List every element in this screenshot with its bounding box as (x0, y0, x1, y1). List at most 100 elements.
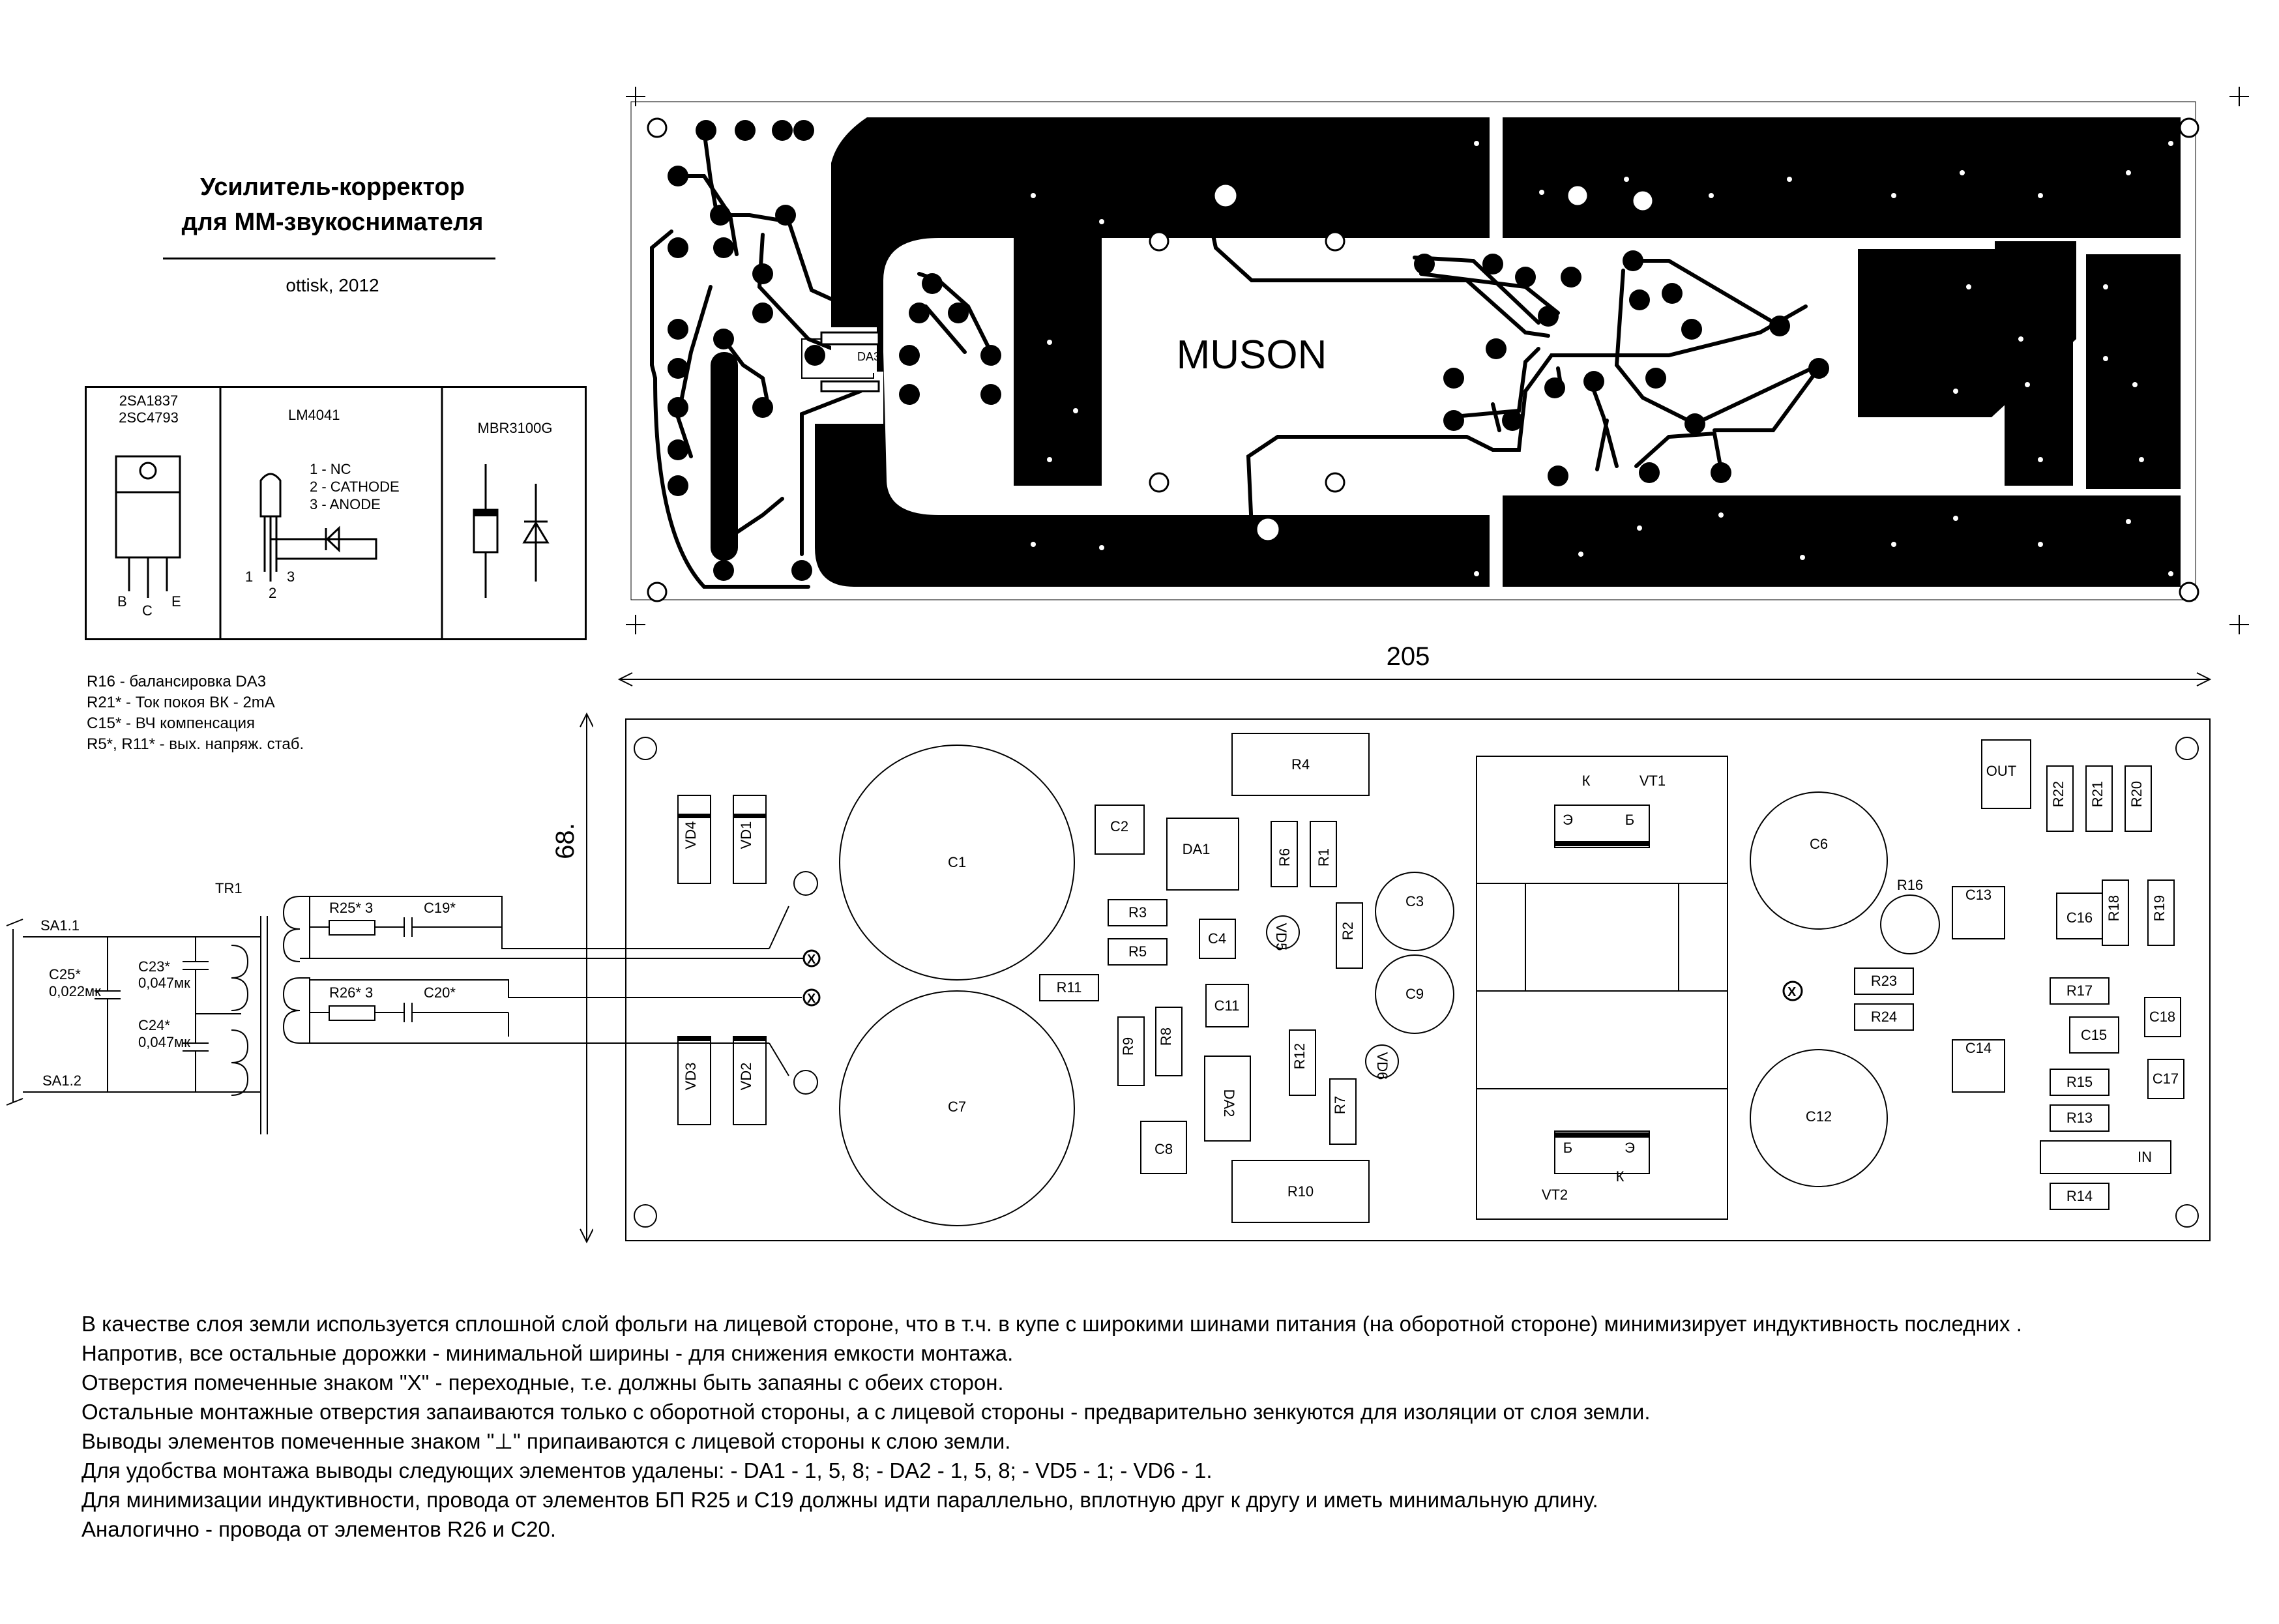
label-r17: R17 (2066, 982, 2093, 999)
pin-vt1-e: Э (1563, 812, 1573, 828)
pin-e: E (171, 593, 181, 610)
title-line-1: Усилитель-корректор (200, 173, 465, 201)
pin-c: C (142, 602, 153, 619)
note: C15* - ВЧ компенсация (87, 715, 255, 732)
input-circuit: X X SA1.1 SA1.2 TR1 C25* 0,022мк C23* 0,… (6, 880, 821, 1134)
svg-text:X: X (807, 992, 816, 1006)
muson-label: MUSON (1177, 332, 1327, 377)
label-r7: R7 (1332, 1096, 1348, 1114)
label-r23: R23 (1871, 973, 1897, 989)
via-x-icon (1782, 981, 1803, 1001)
label-c18: C18 (2149, 1009, 2175, 1025)
label-r18: R18 (2106, 895, 2122, 921)
label-r14: R14 (2066, 1188, 2093, 1204)
transistor-name-1: 2SA1837 (119, 392, 179, 409)
c25-label: C25* (49, 966, 81, 982)
description-line: В качестве слоя земли используется сплош… (81, 1312, 2022, 1336)
label-r24: R24 (1871, 1009, 1897, 1025)
sa11-label: SA1.1 (40, 917, 80, 934)
label-c11: C11 (1214, 997, 1240, 1014)
label-vt2: VT2 (1542, 1187, 1568, 1203)
r26-label: R26* 3 (329, 984, 373, 1001)
label-r15: R15 (2066, 1074, 2093, 1090)
label-c15: C15 (2081, 1027, 2107, 1043)
supply-plane-bottom-right (1503, 495, 2181, 587)
r25-label: R25* 3 (329, 900, 373, 916)
wide-trace (711, 352, 738, 561)
label-in: IN (2138, 1149, 2152, 1165)
component-legend: 2SA1837 2SC4793 B C E LM4041 1 - NC 2 - … (85, 386, 587, 640)
pin-num-3: 3 (287, 568, 295, 585)
label-c4: C4 (1208, 930, 1226, 947)
label-r8: R8 (1158, 1027, 1174, 1046)
pcb-copper-layer: DA3 MUSON (626, 87, 2249, 634)
label-r16: R16 (1897, 877, 1923, 893)
label-vd3: VD3 (683, 1063, 699, 1091)
note: R21* - Ток покоя ВК - 2mA (87, 694, 275, 711)
reference-name: LM4041 (288, 407, 340, 423)
via-x-icon (802, 949, 821, 1007)
label-r20: R20 (2128, 781, 2145, 807)
label-r9: R9 (1120, 1037, 1136, 1056)
label-r4: R4 (1291, 756, 1310, 773)
label-da2: DA2 (1221, 1089, 1237, 1117)
pin-b: B (117, 593, 127, 610)
pin-vt2-k: К (1616, 1168, 1625, 1185)
label-c2: C2 (1110, 818, 1128, 834)
description-line: Для минимизации индуктивности, провода о… (81, 1488, 1598, 1512)
label-r1: R1 (1316, 848, 1332, 866)
supply-bus-left (815, 117, 1490, 587)
label-r5: R5 (1128, 943, 1147, 960)
description: В качестве слоя земли используется сплош… (81, 1309, 2022, 1544)
pin-vt1-k: К (1582, 773, 1591, 789)
svg-text:X: X (1787, 985, 1797, 999)
svg-text:X: X (807, 952, 816, 967)
c19-label: C19* (424, 900, 456, 916)
label-vd4: VD4 (683, 821, 699, 849)
title-divider (163, 258, 495, 259)
c23-label: C23* (138, 958, 170, 975)
description-line: Отверстия помеченные знаком "X" - перехо… (81, 1370, 1004, 1395)
vias (1031, 141, 2173, 576)
da3-footprint: DA3 (820, 327, 880, 392)
dimension-height-label: 68. (551, 823, 580, 859)
note: R16 - балансировка DA3 (87, 673, 267, 690)
label-vd1: VD1 (738, 821, 754, 849)
label-c7: C7 (948, 1099, 966, 1115)
c23-value: 0,047мк (138, 975, 190, 991)
notes: R16 - балансировка DA3 R21* - Ток покоя … (87, 672, 304, 755)
title-line-2: для ММ-звукоснимателя (181, 209, 484, 236)
mounting-holes (647, 117, 2199, 602)
diode-icon (473, 464, 550, 598)
label-c16: C16 (2066, 909, 2093, 926)
label-out: OUT (1986, 763, 2016, 779)
label-r12: R12 (1291, 1043, 1308, 1069)
dimension-width: 205 (617, 642, 2212, 687)
da3-label: DA3 (857, 350, 880, 363)
pads (668, 120, 1829, 581)
c20-label: C20* (424, 984, 456, 1001)
label-c1: C1 (948, 854, 966, 870)
label-c17: C17 (2153, 1070, 2179, 1087)
label-vt1: VT1 (1639, 773, 1666, 789)
pin-vt2-e: Э (1625, 1140, 1635, 1156)
label-r2: R2 (1340, 922, 1356, 940)
label-vd2: VD2 (738, 1063, 754, 1091)
description-line: Для удобства монтажа выводы следующих эл… (81, 1458, 1213, 1483)
label-vd5: VD5 (1273, 923, 1289, 951)
label-c12: C12 (1806, 1108, 1832, 1125)
c25-value: 0,022мк (49, 983, 101, 999)
description-line: Остальные монтажные отверстия запаиваютс… (81, 1400, 1651, 1424)
c24-label: C24* (138, 1017, 170, 1033)
tr1-label: TR1 (215, 880, 243, 896)
pin-vt1-b: Б (1625, 812, 1634, 828)
label-c13: C13 (1965, 887, 1992, 903)
pin1-desc: 1 - NC (310, 461, 351, 477)
label-c8: C8 (1154, 1141, 1173, 1157)
pin-vt2-b: Б (1563, 1140, 1572, 1156)
diode-name: MBR3100G (478, 420, 553, 436)
label-c6: C6 (1810, 836, 1828, 852)
label-da1: DA1 (1183, 841, 1211, 857)
pin-num-2: 2 (269, 585, 276, 601)
pcb-silkscreen-layer: X VD4 VD1 VD3 VD2 C1 C7 R4 C2 DA1 R6 R1 … (625, 718, 2211, 1241)
